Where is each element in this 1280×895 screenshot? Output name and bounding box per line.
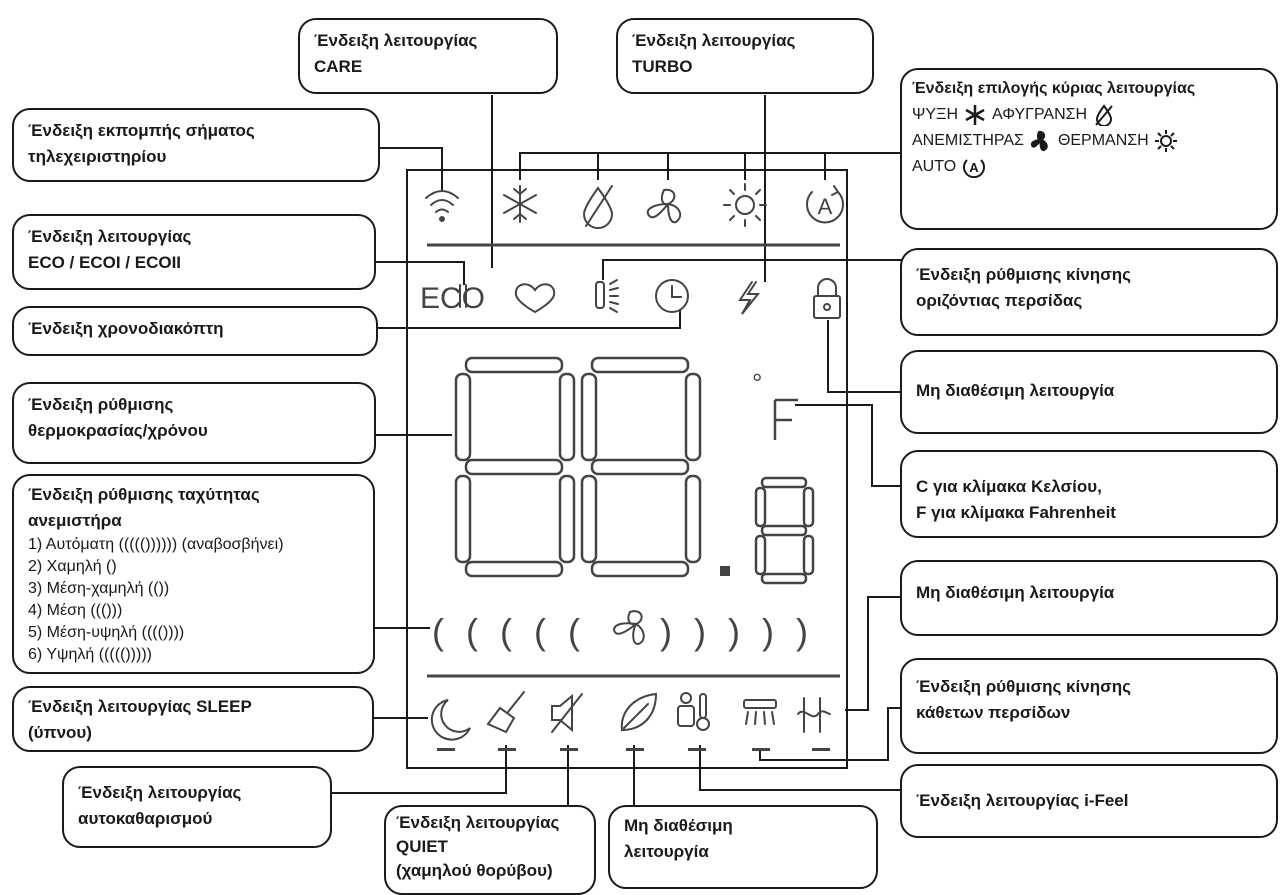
callout-care: Ένδειξη λειτουργίας CARE (298, 18, 558, 94)
callout-unavailable-3: Μη διαθέσιμη λειτουργία (608, 805, 878, 889)
mode-heat-label: ΘΕΡΜΑΝΣΗ (1057, 132, 1149, 149)
dry-legend-icon (1095, 104, 1113, 126)
callout-temp-time: Ένδειξη ρύθμισης θερμοκρασίας/χρόνου (12, 382, 376, 464)
leader-lines (330, 95, 902, 805)
callout-ifeel: Ένδειξη λειτουργίας i-Feel (900, 764, 1278, 838)
decimal-point (720, 566, 730, 576)
snowflake-legend-icon (965, 105, 985, 125)
lock-icon (813, 278, 841, 319)
callout-sleep: Ένδειξη λειτουργίας SLEEP (ύπνου) (12, 686, 374, 752)
timer-clock-icon (655, 279, 689, 313)
unit-f-icon (773, 398, 798, 440)
callout-eco: Ένδειξη λειτουργίας ECO / ECOI / ECOII (12, 214, 376, 290)
leaf-icon (620, 692, 658, 732)
ifeel-person-thermometer-icon (677, 692, 710, 731)
fan-speed-item: 1) Αυτόματη ((((()))))) (αναβοσβήνει) (28, 536, 284, 553)
auto-mode-icon: A (806, 185, 844, 224)
fan-speed-parens-left: ( ( ( ( ( (432, 611, 586, 652)
mode-cool-label: ΨΥΞΗ (912, 106, 958, 123)
louver-swing-icon (595, 279, 619, 313)
vertical-swing-icon (797, 697, 831, 733)
fan-speed-parens-right: ) ) ) ) ) (660, 611, 814, 652)
lcd-frame (406, 169, 848, 769)
digit-1 (454, 356, 576, 578)
fan-speed-icon (612, 610, 645, 646)
mode-fan-label: ΑΝΕΜΙΣΤΗΡΑΣ (912, 132, 1024, 149)
sun-icon (723, 183, 767, 227)
svg-text:A: A (818, 194, 833, 219)
callout-unavailable-1: Μη διαθέσιμη λειτουργία (900, 350, 1278, 434)
callout-unavailable-2: Μη διαθέσιμη λειτουργία (900, 560, 1278, 636)
temperature-digits (454, 356, 815, 585)
degree-symbol: ° (752, 368, 762, 398)
digit-small (754, 476, 815, 585)
bottom-indicator-dashes (437, 748, 830, 751)
callout-turbo: Ένδειξη λειτουργίας TURBO (616, 18, 874, 94)
speaker-mute-icon (551, 693, 583, 733)
mode-auto-label: AUTO (912, 158, 957, 175)
fan-speed-item: 6) Υψηλή ((((())))) (28, 646, 152, 663)
heart-icon (514, 283, 556, 314)
fan-mode-icon (646, 188, 682, 224)
broom-icon (486, 691, 525, 734)
fan-legend-icon (1030, 130, 1048, 152)
callout-celsius-fahrenheit: C για κλίμακα Κελσίου, F για κλίμακα Fah… (900, 450, 1278, 538)
callout-main-mode: Ένδειξη επιλογής κύριας λειτουργίας ΨΥΞΗ… (900, 68, 1278, 230)
callout-remote-signal: Ένδειξη εκπομπής σήματος τηλεχειριστηρίο… (12, 108, 380, 182)
callout-fan-speed: Ένδειξη ρύθμισης ταχύτητας ανεμιστήρα 1)… (12, 474, 375, 674)
callout-self-clean: Ένδειξη λειτουργίας αυτοκαθαρισμού (62, 766, 332, 848)
digit-2 (580, 356, 702, 578)
snowflake-icon (503, 185, 537, 223)
callout-quiet: Ένδειξη λειτουργίας QUIET (χαμηλού θορύβ… (384, 805, 596, 895)
fan-speed-item: 5) Μέση-υψηλή (((()))) (28, 624, 185, 641)
mode-dry-label: ΑΦΥΓΡΑΝΣΗ (992, 106, 1088, 123)
auto-legend-icon: A (963, 159, 986, 179)
turbo-lightning-icon (738, 281, 761, 315)
fan-speed-item: 4) Μέση ((())) (28, 602, 123, 619)
vertical-louver-icon (743, 699, 777, 725)
callout-vertical-louver: Ένδειξη ρύθμισης κίνησης κάθετων περσίδω… (900, 658, 1278, 754)
fan-speed-item: 3) Μέση-χαμηλή (()) (28, 580, 170, 597)
callout-horizontal-louver: Ένδειξη ρύθμισης κίνησης οριζόντιας περσ… (900, 248, 1278, 336)
moon-icon (430, 699, 471, 741)
dry-mode-icon (582, 185, 614, 229)
signal-icon (425, 190, 459, 222)
svg-text:A: A (969, 160, 979, 175)
sun-legend-icon (1154, 130, 1177, 152)
eco-label: ECO (420, 282, 485, 315)
fan-speed-item: 2) Χαμηλή () (28, 558, 117, 575)
callout-timer: Ένδειξη χρονοδιακόπτη (12, 306, 378, 356)
